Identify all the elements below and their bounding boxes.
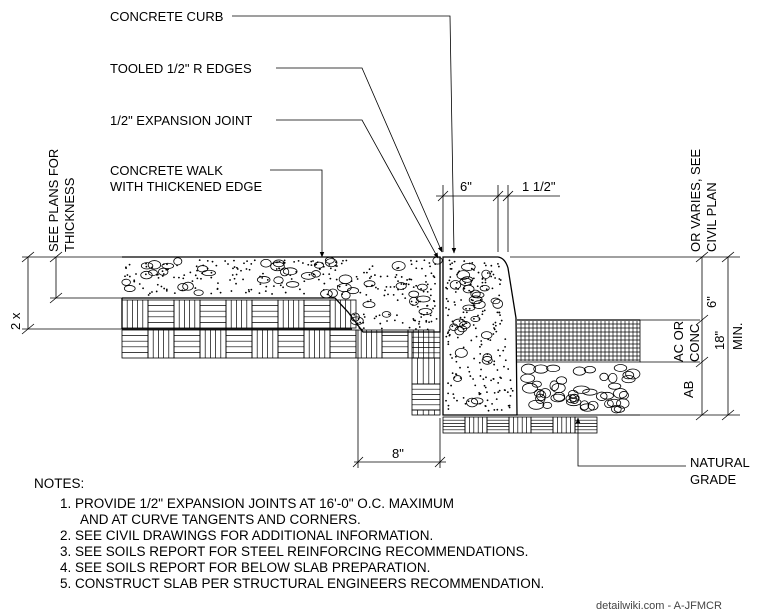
soil-hatch-block (251, 329, 279, 359)
soil-hatch-block (407, 329, 435, 359)
right-vertical-dimensions (695, 251, 735, 421)
callout-natural: NATURAL (690, 455, 750, 470)
soil-hatch-block (552, 416, 576, 434)
soil-hatch-block (411, 357, 441, 385)
soil-hatch-block (486, 416, 510, 434)
label-civil-plan: CIVIL PLAN (704, 182, 719, 252)
callout-concrete-walk: CONCRETE WALK (110, 163, 223, 178)
label-or-varies: OR VARIES, SEE (688, 149, 703, 252)
note-1-cont: AND AT CURVE TANGENTS AND CORNERS. (80, 512, 361, 527)
label-conc: CONC (687, 324, 702, 362)
dim-curb-width: 6" (460, 179, 472, 194)
callout-expansion-joint: 1/2" EXPANSION JOINT (110, 113, 252, 128)
soil-hatch-block (277, 329, 305, 359)
note-1: 1. PROVIDE 1/2" EXPANSION JOINTS AT 16'-… (60, 496, 454, 511)
note-3: 3. SEE SOILS REPORT FOR STEEL REINFORCIN… (60, 544, 528, 559)
soil-hatch-block (530, 416, 554, 434)
left-vertical-dimensions (21, 251, 63, 335)
soil-hatch-block (355, 329, 383, 359)
soil-hatch-block (173, 329, 201, 359)
dim-thickened-edge: 8" (392, 446, 404, 461)
label-thickness: THICKNESS (62, 177, 77, 252)
soil-hatch-block (464, 416, 488, 434)
soil-hatch-block (199, 329, 227, 359)
ac-pavement-grid (517, 319, 641, 363)
callout-grade: GRADE (690, 472, 737, 487)
soil-hatch-block (121, 299, 149, 329)
label-see-plans: SEE PLANS FOR (46, 149, 61, 252)
soil-hatch-block (251, 299, 279, 329)
label-ac-or: AC OR (671, 321, 686, 362)
soil-hatch-block (277, 299, 305, 329)
soil-hatch-block (329, 329, 357, 359)
callout-tooled-edges: TOOLED 1/2" R EDGES (110, 61, 252, 76)
soil-hatch-block (147, 299, 175, 329)
soil-hatch-block (381, 329, 409, 359)
soil-hatch-block (411, 409, 441, 416)
aggregate-stipple (121, 256, 514, 412)
credit-watermark: detailwiki.com - A-JFMCR (596, 600, 722, 612)
dim-batter: 1 1/2" (522, 179, 556, 194)
concrete-curb (439, 256, 518, 416)
notes-heading: NOTES: (34, 476, 84, 491)
soil-hatch-block (303, 299, 331, 329)
label-two-x: 2 x (8, 312, 23, 330)
soil-hatch-block (442, 416, 466, 434)
label-eighteen: 18" (712, 331, 727, 350)
soil-hatch-block (303, 329, 331, 359)
leader-lines (232, 15, 686, 467)
note-2: 2. SEE CIVIL DRAWINGS FOR ADDITIONAL INF… (60, 528, 433, 543)
soil-hatch-block (225, 299, 253, 329)
label-ab: AB (681, 381, 696, 398)
soil-hatch-block (411, 383, 441, 411)
label-six-inch: 6" (704, 296, 719, 308)
aggregate-base-stones (520, 363, 641, 414)
callout-concrete-curb: CONCRETE CURB (110, 9, 223, 24)
note-5: 5. CONSTRUCT SLAB PER STRUCTURAL ENGINEE… (60, 576, 544, 591)
soil-hatch-block (173, 299, 201, 329)
top-horizontal-dimensions (436, 185, 560, 252)
soil-hatch-block (508, 416, 532, 434)
callout-thickened-edge: WITH THICKENED EDGE (110, 179, 262, 194)
bottom-thickened-edge-dimension (352, 330, 446, 468)
soil-hatch-block (147, 329, 175, 359)
soil-hatch-block (225, 329, 253, 359)
soil-hatch-block (121, 329, 149, 359)
note-4: 4. SEE SOILS REPORT FOR BELOW SLAB PREPA… (60, 560, 430, 575)
soil-hatch-block (199, 299, 227, 329)
subgrade-soil-hatch (121, 299, 598, 434)
label-min: MIN. (730, 323, 745, 350)
soil-hatch-block (411, 331, 441, 359)
soil-hatch-block (574, 416, 598, 434)
